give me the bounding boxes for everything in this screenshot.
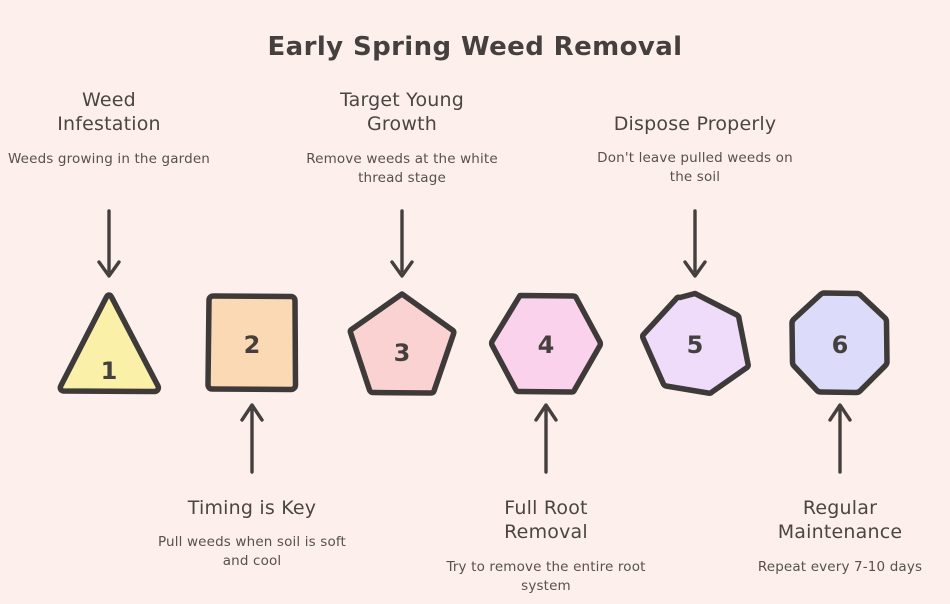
step-title-line2: Growth	[367, 113, 437, 136]
step-title-1: Weed Infestation	[4, 88, 214, 137]
step-title-4: Full Root Removal	[441, 496, 651, 545]
shape-octagon-6[interactable]: 6	[781, 286, 899, 404]
step-title-2: Timing is Key	[147, 496, 357, 520]
step-label-1: Weed Infestation Weeds growing in the ga…	[4, 88, 214, 169]
step-title-line1: Target Young	[339, 89, 465, 111]
down-arrow-3	[387, 209, 417, 283]
shape-square-2[interactable]: 2	[193, 286, 311, 404]
step-title-line1: Timing is Key	[187, 497, 317, 519]
step-description-3: Remove weeds at the white thread stage	[306, 150, 498, 186]
down-arrow-1	[94, 209, 124, 283]
shape-hexagon-4[interactable]: 4	[487, 286, 605, 404]
step-label-6: Regular Maintenance Repeat every 7-10 da…	[735, 496, 945, 577]
up-arrow-2	[237, 400, 267, 474]
step-label-3: Target Young Growth Remove weeds at the …	[297, 88, 507, 188]
step-description-4: Try to remove the entire root system	[446, 558, 646, 594]
step-title-line2: Infestation	[57, 113, 161, 136]
shape-pentagon-3[interactable]: 3	[343, 286, 461, 404]
up-arrow-6	[825, 400, 855, 474]
page-title: Early Spring Weed Removal	[267, 32, 683, 62]
step-title-6: Regular Maintenance	[735, 496, 945, 545]
step-title-line1: Weed	[82, 89, 136, 111]
step-description-5: Don't leave pulled weeds on the soil	[597, 150, 793, 186]
shape-triangle-1[interactable]: 1	[50, 286, 168, 404]
down-arrow-5	[680, 209, 710, 283]
step-title-3: Target Young Growth	[297, 88, 507, 137]
step-title-line1: Regular	[802, 497, 878, 519]
step-description-1: Weeds growing in the garden	[7, 150, 211, 167]
step-description-6: Repeat every 7-10 days	[757, 558, 923, 575]
step-description-2: Pull weeds when soil is soft and cool	[157, 534, 346, 570]
step-label-5: Dispose Properly Don't leave pulled weed…	[590, 112, 800, 188]
step-title-line2: Removal	[504, 521, 588, 544]
shape-heptagon-5[interactable]: 5	[636, 286, 754, 404]
step-label-2: Timing is Key Pull weeds when soil is so…	[147, 496, 357, 572]
up-arrow-4	[531, 400, 561, 474]
step-title-line1: Full Root	[504, 497, 588, 519]
step-label-4: Full Root Removal Try to remove the enti…	[441, 496, 651, 596]
step-title-line2: Maintenance	[777, 521, 903, 544]
step-title-line1: Dispose Properly	[613, 113, 777, 135]
step-title-5: Dispose Properly	[590, 112, 800, 136]
